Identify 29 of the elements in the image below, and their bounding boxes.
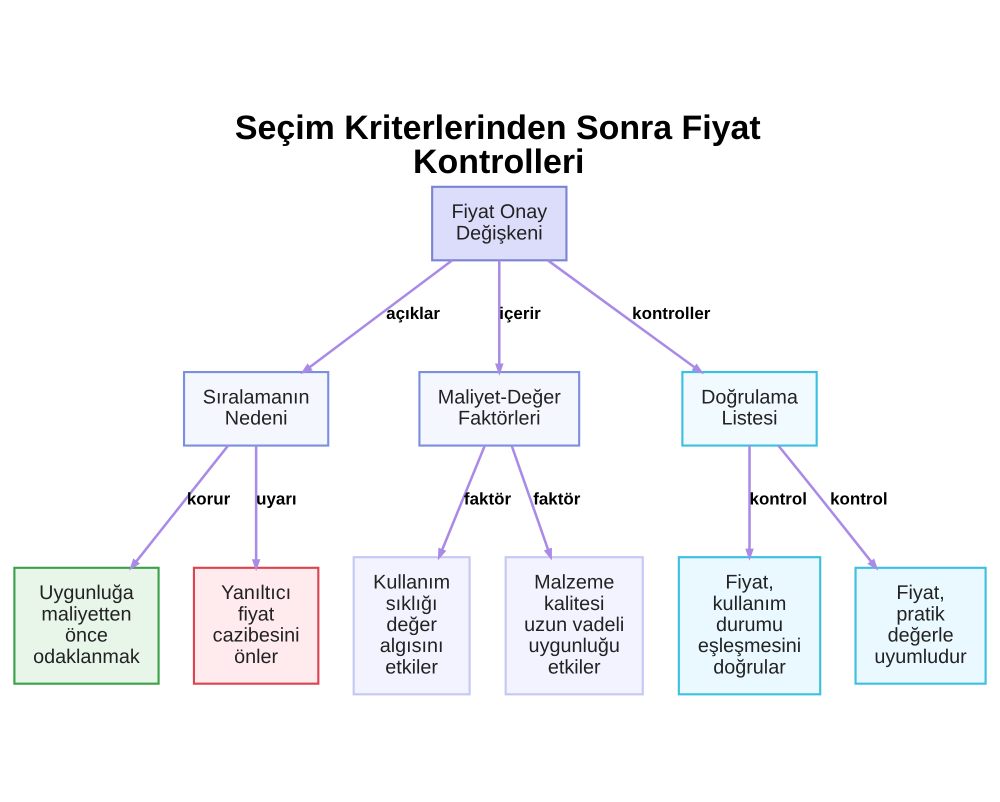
edge-label: korur: [186, 489, 230, 508]
edge-label: faktör: [533, 489, 580, 508]
diagram-title: Seçim Kriterlerinden Sonra Fiyat Kontrolleri: [234, 109, 761, 181]
arrow: [495, 260, 504, 376]
edge-label: kontroller: [632, 304, 710, 324]
node-box: Fiyat Onay Değişkeni: [431, 186, 568, 262]
node-box: Sıralamanın Nedeni: [182, 370, 330, 447]
arrow: [438, 445, 486, 560]
arrow: [129, 444, 230, 571]
node-box: Kullanım sıklığı değer algısını etkiler: [352, 556, 471, 696]
node-box: Yanıltıcı fiyat cazibesini önler: [192, 566, 320, 685]
arrow: [745, 446, 754, 561]
node-box: Uygunluğa maliyetten önce odaklanmak: [13, 566, 160, 685]
arrow: [300, 260, 453, 374]
node-box: Maliyet-Değer Faktörleri: [418, 370, 580, 447]
edge-label: faktör: [464, 489, 512, 508]
node-box: Fiyat, pratik değerle uyumludur: [854, 566, 987, 685]
edge-label: uyarı: [256, 489, 297, 508]
node-box: Fiyat, kullanım durumu eşleşmesini doğrular: [678, 556, 822, 696]
arrow: [777, 444, 878, 571]
arrow: [510, 445, 552, 561]
arrow: [252, 446, 260, 572]
edge-label: kontrol: [750, 489, 807, 508]
edge-label: kontrol: [830, 489, 888, 508]
node-box: Doğrulama Listesi: [681, 370, 818, 447]
node-box: Malzeme kalitesi uzun vadeli uygunluğu etkiler: [504, 556, 644, 696]
edge-label: içerir: [499, 304, 541, 324]
edge-label: açıklar: [386, 304, 440, 324]
arrow: [547, 260, 704, 374]
